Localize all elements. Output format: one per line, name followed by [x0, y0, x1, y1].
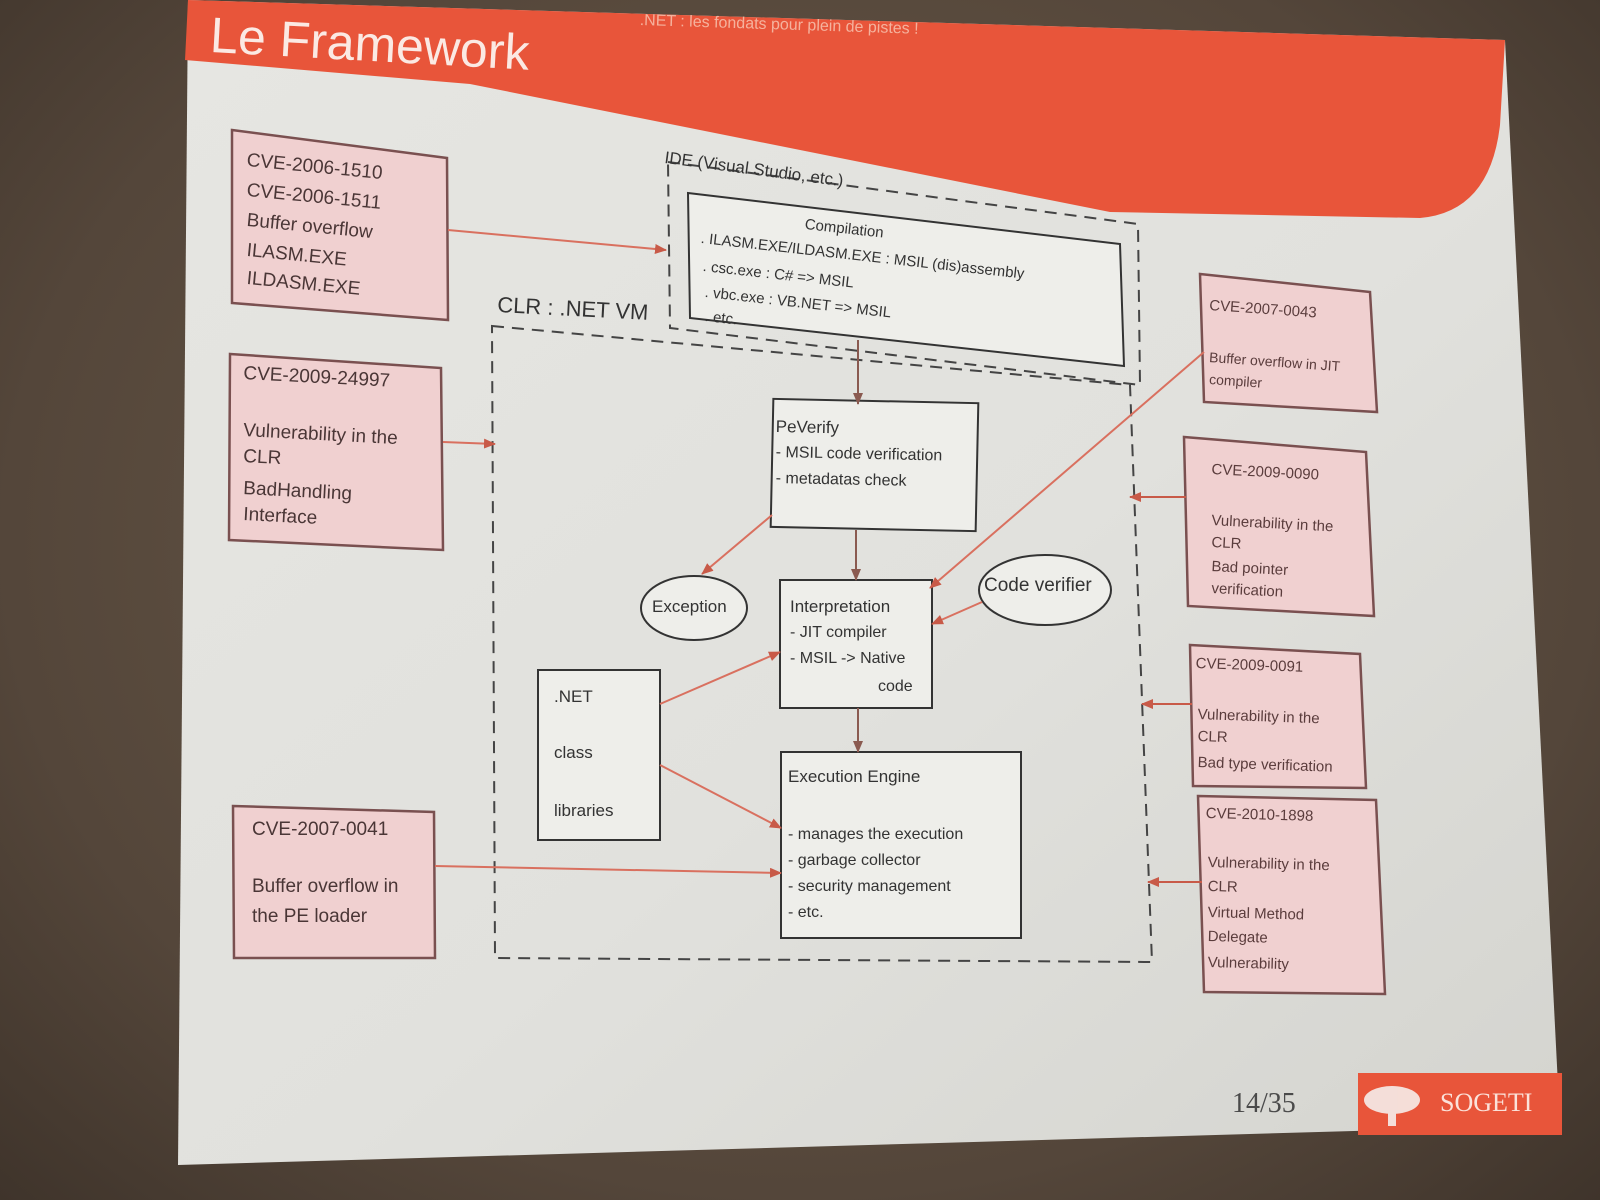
net-libs-line-1: .NET: [554, 687, 593, 706]
cve-box-0043: [1198, 272, 1379, 414]
cve-1898-line-4: Delegate: [1207, 927, 1268, 947]
cve-0041-title: CVE-2007-0041: [252, 819, 389, 840]
clr-label: CLR : .NET VM: [496, 292, 649, 325]
cve-24997-title: CVE-2009-24997: [242, 362, 391, 392]
cve-0043-title: CVE-2007-0043: [1208, 296, 1318, 322]
cve-0091-line-2: CLR: [1197, 727, 1228, 747]
interpretation-line-1: - JIT compiler: [790, 624, 887, 641]
cve-1898-line-1: Vulnerability in the: [1207, 853, 1330, 875]
slide-subtitle: .NET : les fondats pour plein de pistes …: [639, 12, 919, 38]
arrow-peverify-to-exception: [701, 514, 773, 575]
net-libs-line-3: libraries: [554, 801, 614, 820]
cve-0090-line-2: CLR: [1211, 533, 1242, 553]
slide-title: Le Framework: [208, 6, 531, 81]
logo-text: SOGETI: [1440, 1088, 1533, 1117]
execution-engine-line-2: - garbage collector: [788, 852, 921, 869]
arrow-verifier-to-interpretation: [931, 601, 983, 625]
slide-surface: [178, 0, 1560, 1165]
execution-engine-line-3: - security management: [788, 878, 951, 895]
execution-engine-line-4: - etc.: [788, 904, 824, 921]
cve-0041-line-1: Buffer overflow in: [252, 876, 399, 897]
cve-1898-line-2: CLR: [1207, 877, 1238, 896]
cve-0090-line-4: verification: [1211, 579, 1284, 601]
cve-1898-title: CVE-2010-1898: [1205, 804, 1314, 825]
ide-label: IDE (Visual Studio, etc.): [663, 148, 845, 191]
peverify-line-1: - MSIL code verification: [775, 443, 943, 465]
interpretation-line-2: - MSIL -> Native: [790, 650, 906, 667]
execution-engine-line-1: - manages the execution: [788, 826, 964, 843]
cve-1898-line-5: Vulnerability: [1207, 953, 1290, 974]
cve-24997-line-4: Interface: [242, 503, 318, 529]
cve-1898-line-3: Virtual Method: [1207, 903, 1305, 924]
execution-engine-title: Execution Engine: [788, 767, 921, 786]
page-number: 14/35: [1232, 1088, 1296, 1119]
arrow-libs-to-interpretation: [659, 651, 781, 705]
cve-0091-title: CVE-2009-0091: [1195, 654, 1304, 676]
cve-0090-title: CVE-2009-0090: [1211, 460, 1320, 484]
arrow-cve1510-to-ide: [447, 229, 667, 254]
interpretation-title: Interpretation: [790, 597, 891, 616]
cve-0043-line-2: compiler: [1208, 370, 1263, 391]
cve-24997-line-2: CLR: [242, 445, 282, 469]
interpretation-line-3: code: [878, 678, 913, 695]
peverify-title: PeVerify: [775, 416, 840, 438]
compilation-line-4: . etc.: [703, 307, 739, 329]
cve-0091-line-3: Bad type verification: [1197, 753, 1333, 776]
code-verifier-label: Code verifier: [984, 575, 1092, 596]
net-libs-line-2: class: [554, 743, 593, 762]
peverify-line-2: - metadatas check: [775, 469, 907, 490]
logo-icon: [1364, 1086, 1420, 1126]
arrow-libs-to-engine: [659, 764, 782, 829]
exception-label: Exception: [652, 597, 727, 616]
arrow-cve24997-to-clr: [442, 438, 496, 449]
cve-0041-line-2: the PE loader: [252, 906, 368, 927]
arrow-cve0043-to-interpretation: [929, 351, 1205, 589]
arrow-cve0041-to-engine: [434, 865, 782, 878]
